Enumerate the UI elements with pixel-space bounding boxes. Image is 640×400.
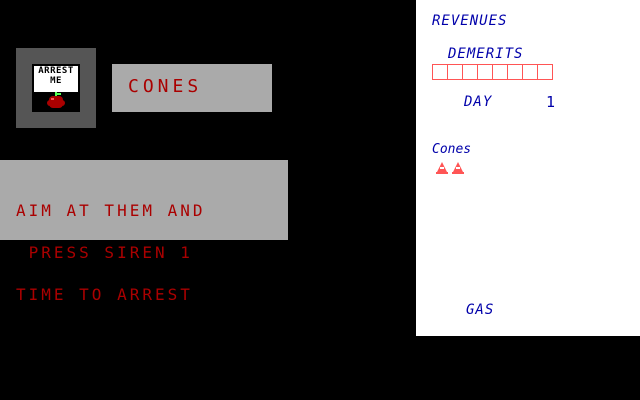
arrest-me-sign: ARREST ME xyxy=(32,64,80,112)
instructions-box: AIM AT THEM AND PRESS SIREN 1 TIME TO AR… xyxy=(0,160,288,303)
cones-collected xyxy=(436,162,464,174)
instructions-text: AIM AT THEM AND PRESS SIREN 1 TIME TO AR… xyxy=(16,176,206,330)
item-title-box: CONES xyxy=(112,64,272,112)
demerit-slot xyxy=(492,64,507,80)
demerits-label: DEMERITS xyxy=(448,46,524,62)
apple-icon xyxy=(47,92,65,108)
item-portrait: ARREST ME xyxy=(16,48,96,128)
status-panel: REVENUES DEMERITS DAY 1 Cones GAS xyxy=(416,0,640,336)
day-label: DAY xyxy=(464,94,493,110)
instructions-line-2: PRESS SIREN 1 xyxy=(16,243,193,262)
item-title: CONES xyxy=(128,76,203,97)
demerit-slot xyxy=(477,64,492,80)
demerits-meter xyxy=(432,64,553,80)
gas-label: GAS xyxy=(466,302,495,318)
demerit-slot xyxy=(447,64,462,80)
cones-label: Cones xyxy=(432,142,472,157)
sign-plate: ARREST ME xyxy=(34,66,78,92)
sign-line-2: ME xyxy=(50,76,62,86)
sign-line-1: ARREST xyxy=(38,66,74,76)
traffic-cone-icon xyxy=(436,162,448,174)
instructions-line-3: TIME TO ARREST xyxy=(16,285,193,304)
demerit-slot xyxy=(537,64,553,80)
day-value: 1 xyxy=(546,93,556,111)
demerit-slot xyxy=(522,64,537,80)
demerit-slot xyxy=(462,64,477,80)
instructions-line-1: AIM AT THEM AND xyxy=(16,201,206,220)
demerit-slot xyxy=(507,64,522,80)
traffic-cone-icon xyxy=(452,162,464,174)
revenues-label: REVENUES xyxy=(432,13,508,29)
demerit-slot xyxy=(432,64,447,80)
